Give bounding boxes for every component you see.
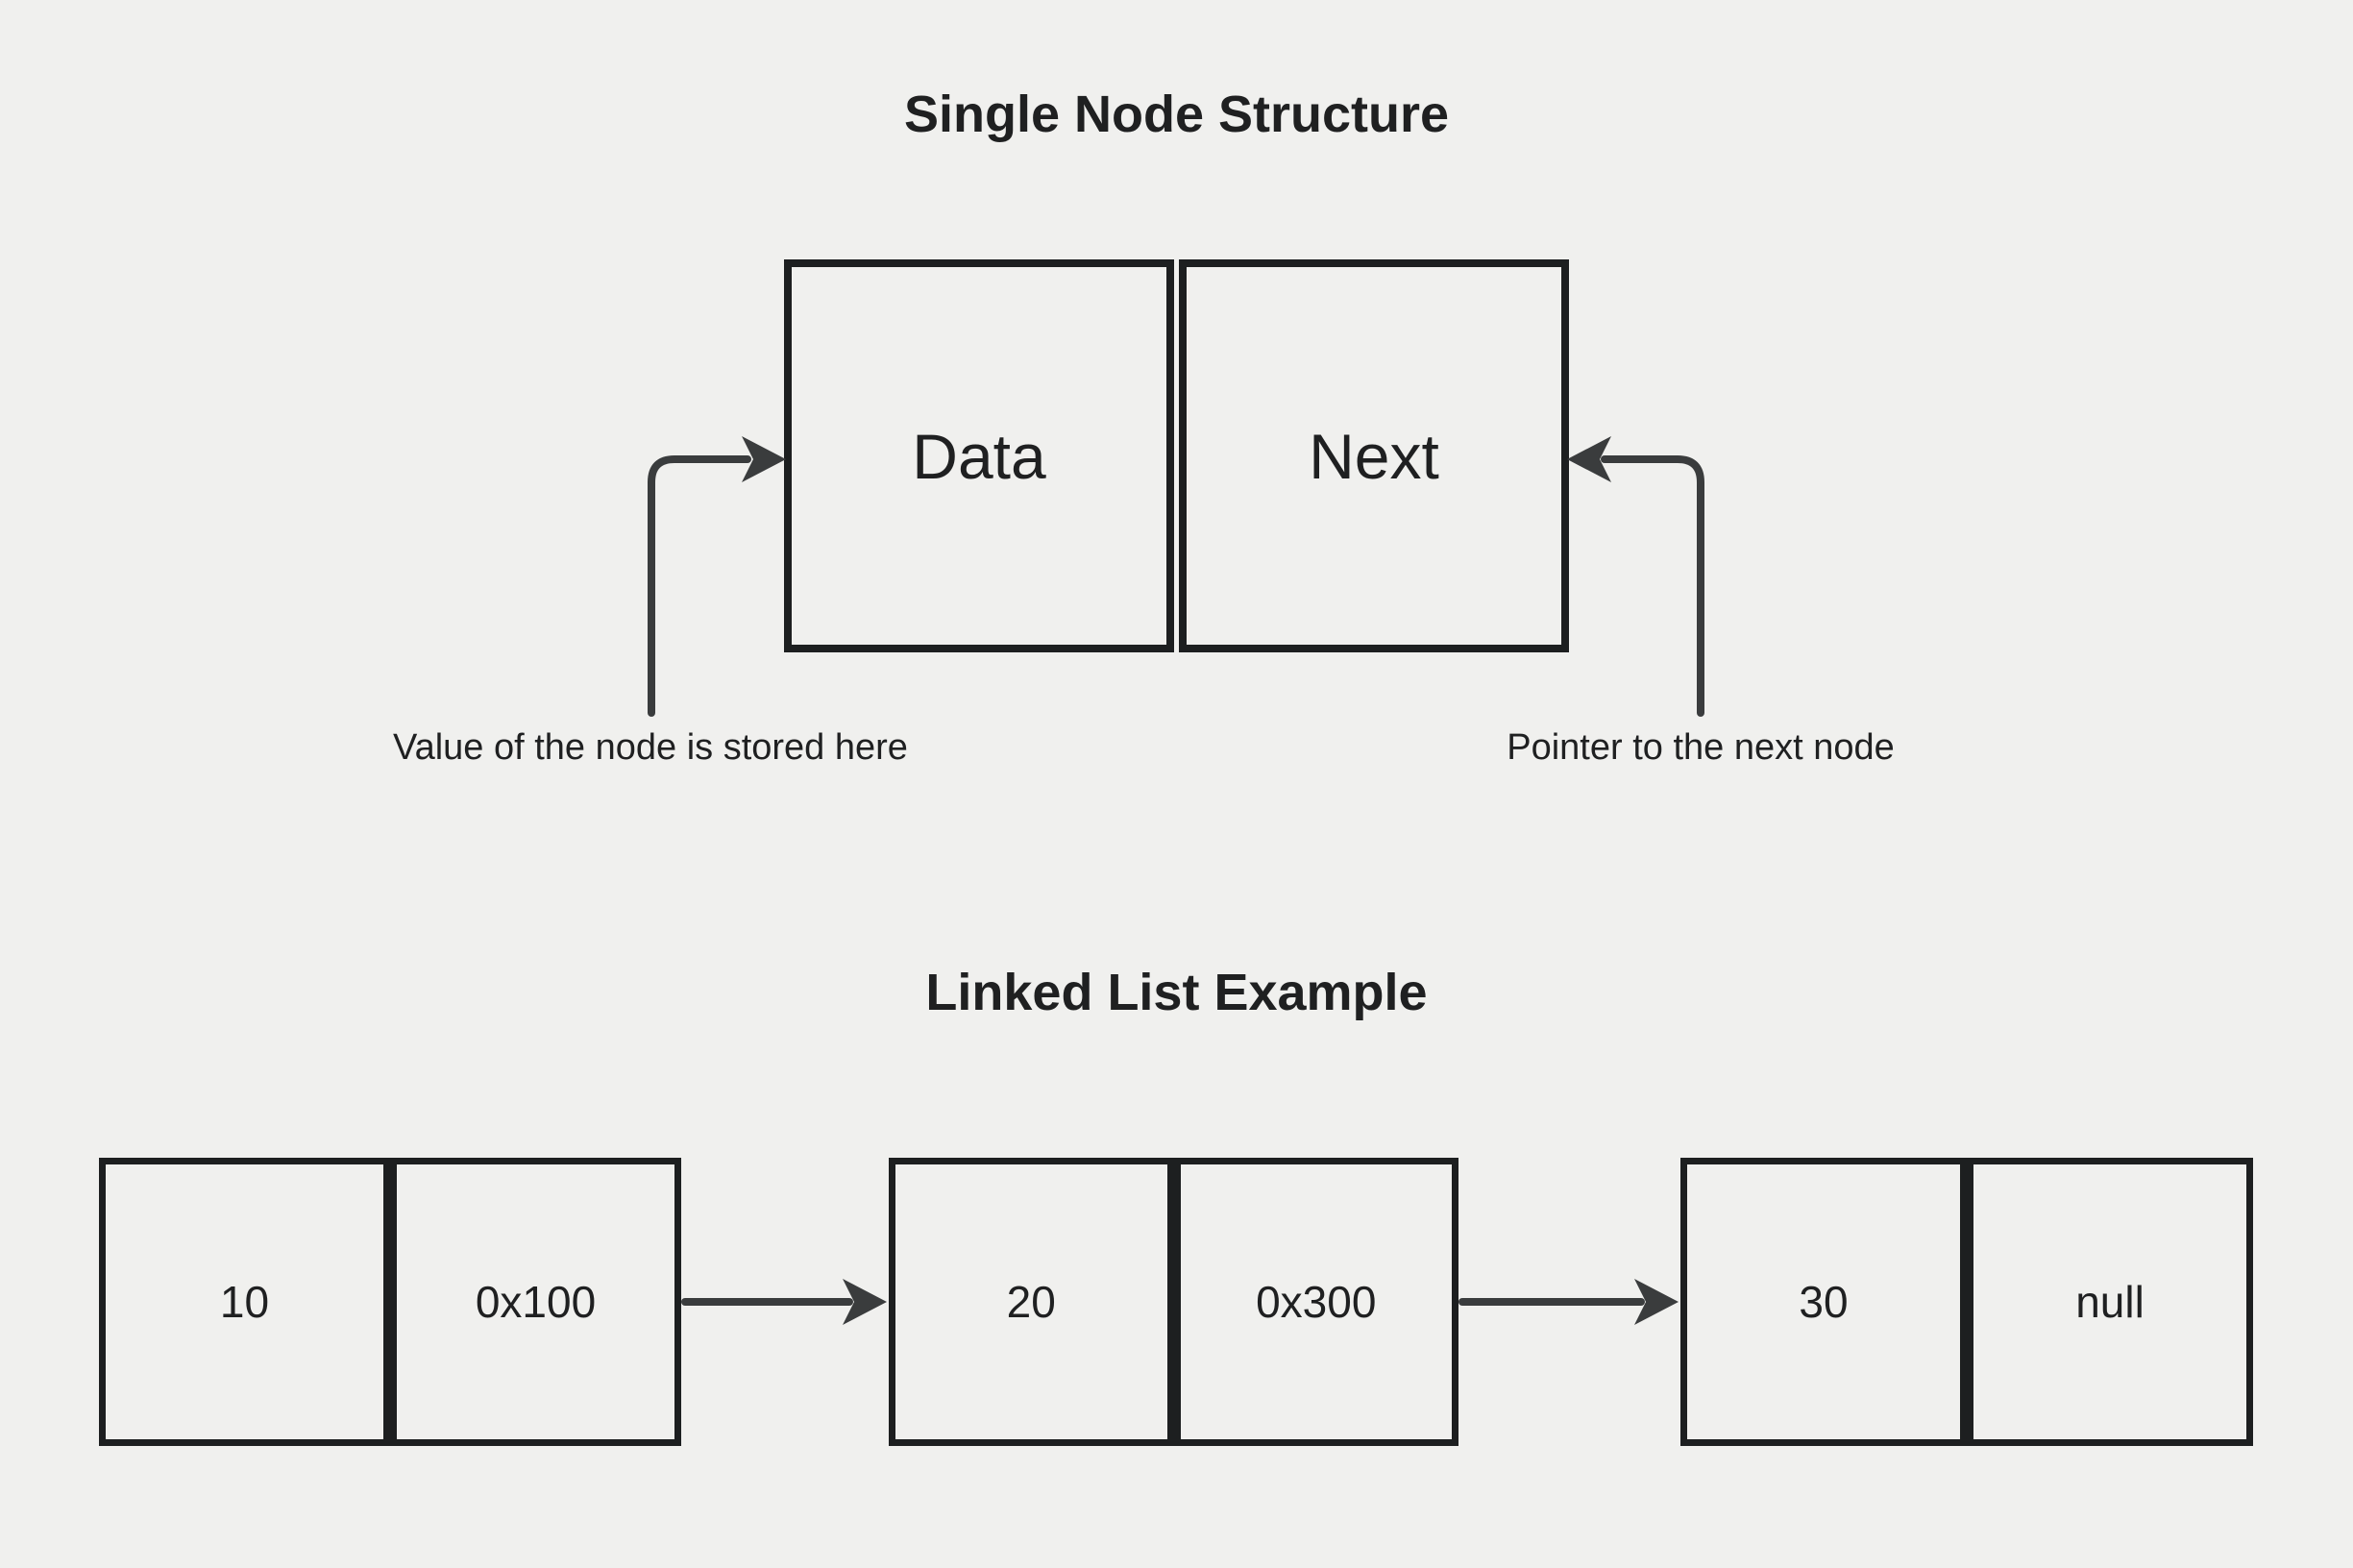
link-arrow-2 xyxy=(1458,1279,1679,1325)
list-node-2-value-cell: 20 xyxy=(889,1158,1174,1446)
next-annotation-label: Pointer to the next node xyxy=(1507,727,1895,768)
linked-list-example-title: Linked List Example xyxy=(925,964,1428,1021)
list-node-3: 30 null xyxy=(1680,1158,2253,1446)
list-node-1-value-cell: 10 xyxy=(99,1158,390,1446)
data-cell: Data xyxy=(784,259,1174,652)
list-node-2: 20 0x300 xyxy=(889,1158,1458,1446)
list-node-2-pointer-cell: 0x300 xyxy=(1173,1158,1458,1446)
next-cell: Next xyxy=(1179,259,1569,652)
single-node-structure-title: Single Node Structure xyxy=(903,86,1450,143)
list-node-3-value-cell: 30 xyxy=(1680,1158,1967,1446)
data-annotation-label: Value of the node is stored here xyxy=(393,727,908,768)
link-arrow-1 xyxy=(681,1279,887,1325)
list-node-3-pointer-cell: null xyxy=(1967,1158,2253,1446)
data-pointer-arrow xyxy=(648,436,786,717)
list-node-1: 10 0x100 xyxy=(99,1158,681,1446)
next-pointer-arrow xyxy=(1567,436,1704,717)
list-node-1-pointer-cell: 0x100 xyxy=(390,1158,681,1446)
single-node-box: Data Next xyxy=(784,259,1569,652)
